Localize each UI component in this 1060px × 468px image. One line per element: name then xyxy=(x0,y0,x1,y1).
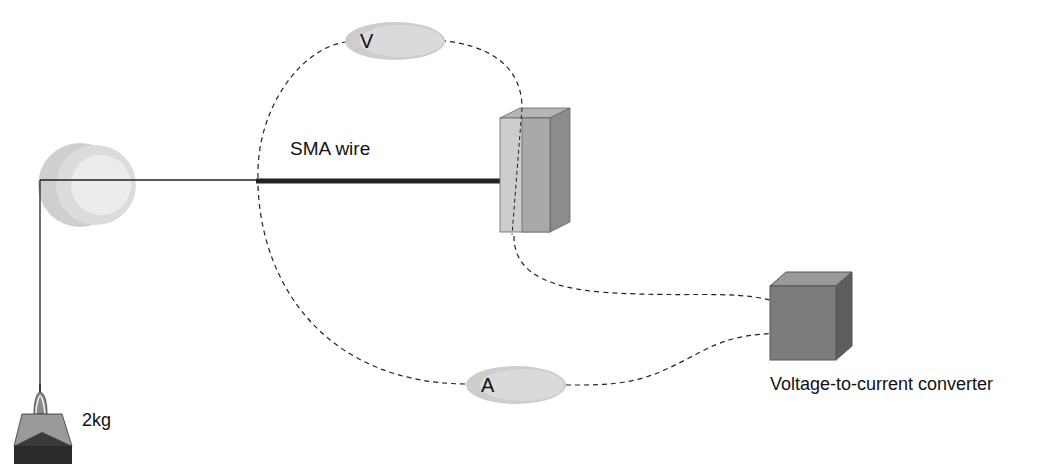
string xyxy=(40,179,258,180)
converter-box: Voltage-to-current converter xyxy=(770,272,852,360)
string xyxy=(39,180,40,398)
meter-symbol-letter: A xyxy=(481,374,494,397)
weight: 2kg xyxy=(12,384,76,464)
voltmeter: V xyxy=(345,22,445,60)
lead-wire xyxy=(566,334,770,385)
weight-outline xyxy=(12,384,76,464)
sma-wire xyxy=(256,179,525,184)
part-label: 2kg xyxy=(82,410,111,431)
part-label: SMA wire xyxy=(290,138,370,160)
meter-symbol-letter: V xyxy=(360,30,373,53)
clamp-block xyxy=(500,108,570,235)
converter-box-outline xyxy=(770,272,852,360)
pulley xyxy=(38,143,136,227)
part-label: Voltage-to-current converter xyxy=(770,374,993,395)
lead-wire xyxy=(258,40,770,384)
ammeter: A xyxy=(466,366,566,404)
